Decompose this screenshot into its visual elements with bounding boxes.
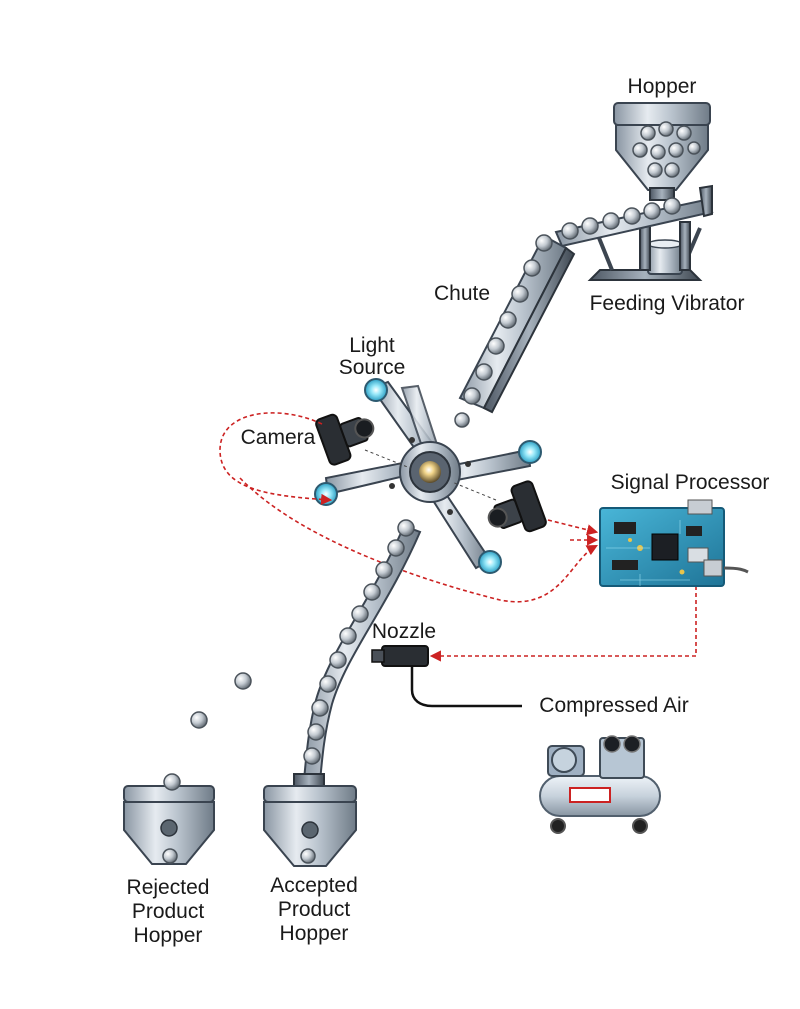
hopper-icon <box>613 102 711 201</box>
camera-icon <box>315 413 547 533</box>
camera-label: Camera <box>241 426 316 449</box>
chute-label: Chute <box>434 282 490 305</box>
feeding-vibrator-label: Feeding Vibrator <box>590 292 745 315</box>
air-compressor-icon <box>539 735 661 834</box>
vibrator-icon <box>587 221 703 281</box>
hopper-label: Hopper <box>628 75 697 98</box>
rejected-balls <box>190 672 252 729</box>
signal-processor-icon <box>599 499 749 587</box>
light-source-icon <box>314 378 542 574</box>
light-source-label-line1: Light <box>349 334 395 357</box>
signal-path <box>219 412 697 662</box>
accepted-hopper-label-line3: Hopper <box>280 922 349 945</box>
compressed-air-label: Compressed Air <box>539 694 688 717</box>
nozzle-icon <box>371 645 522 708</box>
accepted-hopper-icon <box>263 773 357 867</box>
rejected-hopper-label-line2: Product <box>132 900 205 923</box>
chute-icon <box>454 184 714 428</box>
rejected-hopper-label-line3: Hopper <box>134 924 203 947</box>
light-source-label-line2: Source <box>339 356 406 379</box>
accepted-hopper-label-line1: Accepted <box>270 874 358 897</box>
signal-processor-label: Signal Processor <box>611 471 770 494</box>
rejected-hopper-icon <box>123 773 215 865</box>
accepted-hopper-label-line2: Product <box>278 898 351 921</box>
nozzle-label: Nozzle <box>372 620 436 643</box>
rejected-hopper-label-line1: Rejected <box>127 876 210 899</box>
